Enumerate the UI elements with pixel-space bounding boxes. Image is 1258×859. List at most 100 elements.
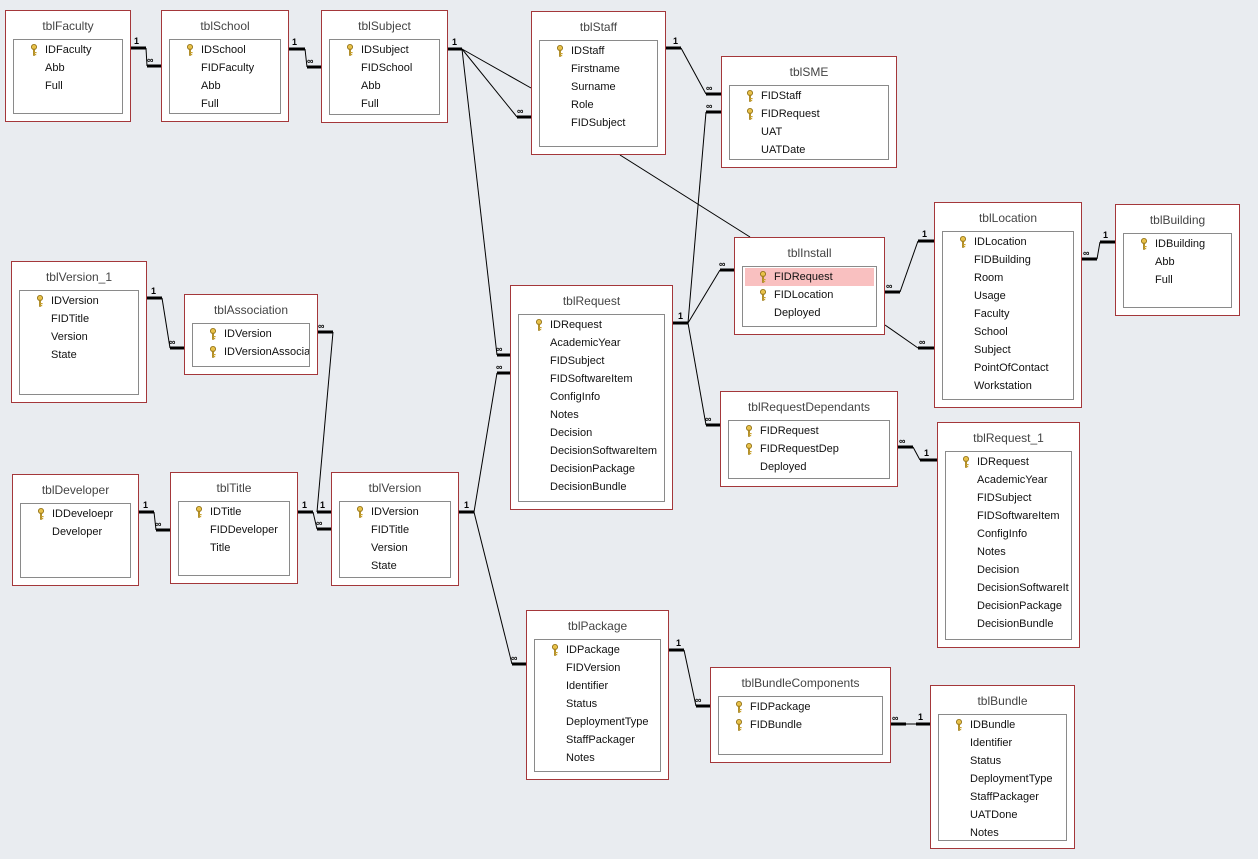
field[interactable]: Notes — [946, 543, 1071, 561]
relationship-line[interactable] — [687, 322, 707, 426]
relationship-line[interactable] — [1096, 241, 1101, 260]
primary-key-field[interactable]: IDLocation — [943, 233, 1073, 251]
field[interactable]: AcademicYear — [519, 334, 664, 352]
field[interactable]: State — [340, 557, 450, 575]
field[interactable]: Deployed — [743, 304, 876, 322]
table-title[interactable]: tblRequestDependants — [747, 400, 871, 414]
primary-key-field[interactable]: IDVersion — [193, 325, 309, 343]
field[interactable]: Full — [1124, 271, 1231, 289]
field[interactable]: Status — [535, 695, 660, 713]
field[interactable]: DecisionPackage — [519, 460, 664, 478]
field[interactable]: FIDSubject — [519, 352, 664, 370]
primary-key-field[interactable]: IDSchool — [170, 41, 280, 59]
primary-key-field[interactable]: IDBundle — [939, 716, 1066, 734]
relationship-line[interactable] — [473, 372, 498, 513]
primary-key-field[interactable]: IDTitle — [179, 503, 289, 521]
field[interactable]: UATDate — [730, 141, 888, 159]
field[interactable]: FIDSoftwareItem — [946, 507, 1071, 525]
field[interactable]: Notes — [939, 824, 1066, 840]
field[interactable]: Identifier — [535, 677, 660, 695]
relationship-line[interactable] — [161, 297, 171, 349]
relationship-line[interactable] — [316, 331, 334, 513]
field[interactable]: DecisionBundle — [946, 615, 1071, 633]
table-title[interactable]: tblStaff — [579, 20, 618, 34]
field[interactable]: DecisionPackage — [946, 597, 1071, 615]
field[interactable]: Abb — [1124, 253, 1231, 271]
relationship-line[interactable] — [473, 511, 513, 665]
field[interactable]: UATDone — [939, 806, 1066, 824]
field[interactable]: Title — [179, 539, 289, 557]
field[interactable]: Full — [170, 95, 280, 113]
table-title[interactable]: tblBundleComponents — [741, 676, 860, 690]
field[interactable]: DecisionBundle — [519, 478, 664, 496]
field[interactable]: FIDTitle — [20, 310, 138, 328]
primary-key-field[interactable]: FIDPackage — [719, 698, 882, 716]
field[interactable]: ConfigInfo — [519, 388, 664, 406]
field[interactable]: ConfigInfo — [946, 525, 1071, 543]
field[interactable]: Role — [540, 96, 657, 114]
table-title[interactable]: tblLocation — [978, 211, 1038, 225]
field[interactable]: Abb — [170, 77, 280, 95]
relationship-line[interactable] — [687, 111, 707, 324]
field[interactable]: StaffPackager — [535, 731, 660, 749]
field[interactable]: Abb — [14, 59, 122, 77]
relationship-line[interactable] — [153, 511, 157, 531]
table-title[interactable]: tblVersion — [368, 481, 422, 495]
field[interactable]: Subject — [943, 341, 1073, 359]
field[interactable]: Faculty — [943, 305, 1073, 323]
relationship-line[interactable] — [884, 324, 919, 349]
relationship-line[interactable] — [899, 240, 919, 293]
field[interactable]: FIDBuilding — [943, 251, 1073, 269]
primary-key-field[interactable]: FIDRequest — [745, 268, 874, 286]
field[interactable]: FIDSubject — [540, 114, 657, 132]
field[interactable]: DecisionSoftwareIt — [946, 579, 1071, 597]
field[interactable]: State — [20, 346, 138, 364]
table-title[interactable]: tblSubject — [358, 19, 411, 33]
primary-key-field[interactable]: FIDRequestDep — [729, 440, 889, 458]
primary-key-field[interactable]: IDFaculty — [14, 41, 122, 59]
relationship-line[interactable] — [687, 269, 721, 324]
field[interactable]: Notes — [519, 406, 664, 424]
relationship-line[interactable] — [304, 48, 308, 68]
table-title[interactable]: tblTitle — [216, 481, 252, 495]
field[interactable]: Workstation — [943, 377, 1073, 395]
field[interactable]: Surname — [540, 78, 657, 96]
field[interactable]: DeploymentType — [535, 713, 660, 731]
primary-key-field[interactable]: IDDeveloepr — [21, 505, 130, 523]
field[interactable]: UAT — [730, 123, 888, 141]
table-title[interactable]: tblVersion_1 — [45, 270, 113, 284]
relationship-line[interactable] — [461, 48, 498, 356]
relationship-line[interactable] — [912, 446, 921, 461]
field[interactable]: Developer — [21, 523, 130, 541]
relationship-line[interactable] — [145, 47, 148, 67]
table-title[interactable]: tblDeveloper — [41, 483, 110, 497]
field[interactable]: StaffPackager — [939, 788, 1066, 806]
